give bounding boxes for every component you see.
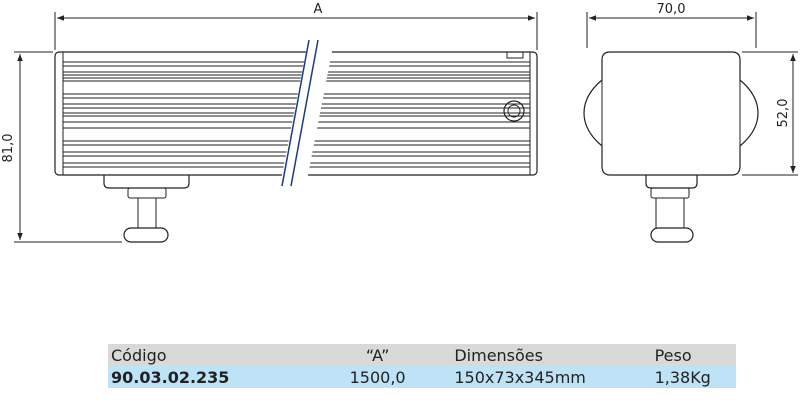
cell-codigo: 90.03.02.235 <box>111 367 230 387</box>
table-row: 90.03.02.235 1500,0 150x73x345mm 1,38Kg <box>108 366 736 388</box>
cell-dimensoes: 150x73x345mm <box>454 367 586 387</box>
end-view <box>583 12 798 243</box>
technical-drawing: A 70,0 81,0 52,0 <box>1 2 798 243</box>
header-a: “A” <box>365 345 390 365</box>
dim-label-height: 81,0 <box>1 134 16 163</box>
foot-bracket <box>103 175 190 189</box>
header-peso: Peso <box>654 345 692 365</box>
end-pin-head <box>650 227 694 243</box>
table-header-row: Código “A” Dimensões Peso <box>108 344 736 366</box>
break-lines <box>279 39 335 188</box>
header-codigo: Código <box>111 345 167 365</box>
pin-head <box>123 227 169 243</box>
knob <box>503 100 525 122</box>
side-view <box>14 12 538 243</box>
dim-label-body-height: 52,0 <box>776 99 791 128</box>
dim-label-a: A <box>314 2 323 17</box>
cell-a: 1500,0 <box>349 367 406 387</box>
spec-table: Código “A” Dimensões Peso 90.03.02.235 1… <box>108 344 736 388</box>
header-dimensoes: Dimensões <box>454 345 543 365</box>
dim-label-width: 70,0 <box>657 2 686 17</box>
end-profile <box>583 51 759 176</box>
cell-peso: 1,38Kg <box>654 367 711 387</box>
